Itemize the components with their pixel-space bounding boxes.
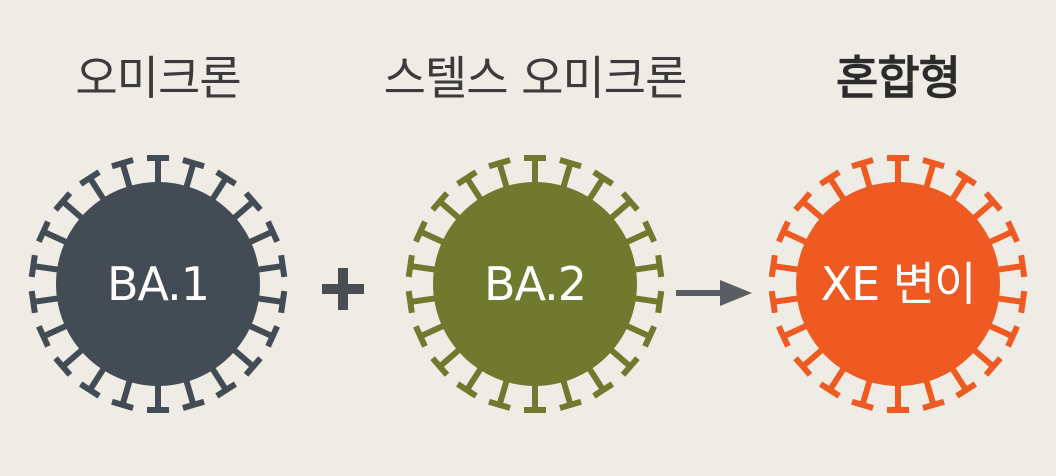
virus-spike-cap — [642, 325, 657, 348]
virus-spike-cap — [111, 157, 134, 170]
virus-spike-cap — [592, 381, 614, 399]
virus-spike-cap — [413, 220, 428, 243]
virus-spike-cap — [819, 381, 841, 399]
virus-spike-cap — [53, 356, 73, 377]
virus-spike-cap — [955, 169, 977, 187]
virus-spike-cap — [53, 191, 73, 212]
arrow-right-icon — [676, 280, 752, 306]
heading-omicron: 오미크론 — [75, 51, 241, 105]
virus-spike-cap — [456, 169, 478, 187]
virus-spike-cap — [768, 254, 778, 278]
virus-spike-cap — [776, 325, 791, 348]
virus-spike-cap — [278, 254, 288, 278]
virus-spike-cap — [430, 356, 450, 377]
virus-spike-cap — [559, 398, 582, 411]
heading-stealth-omicron: 스텔스 오미크론 — [383, 51, 688, 105]
virus-spike-cap — [243, 356, 263, 377]
virus-spike-cap — [1005, 325, 1020, 348]
virus-spike-cap — [1018, 290, 1028, 314]
virus-spike-cap — [922, 157, 945, 170]
virus-ba1-icon: BA.1 — [28, 155, 288, 413]
virus-spike-cap — [265, 325, 280, 348]
virus-spike-cap — [243, 191, 263, 212]
virus-spike-cap — [430, 191, 450, 212]
virus-label-ba1: BA.1 — [107, 257, 209, 311]
virus-spike-cap — [642, 220, 657, 243]
virus-spike-cap — [36, 220, 51, 243]
virus-spike-cap — [819, 169, 841, 187]
virus-spike-cap — [922, 398, 945, 411]
virus-spike-cap — [405, 290, 415, 314]
virus-spike-cap — [592, 169, 614, 187]
virus-spike-cap — [655, 254, 665, 278]
virus-spike-cap — [265, 220, 280, 243]
virus-spike-cap — [28, 254, 38, 278]
virus-spike-cap — [1005, 220, 1020, 243]
virus-spike-cap — [768, 290, 778, 314]
virus-spike-cap — [79, 381, 101, 399]
virus-spike-cap — [215, 381, 237, 399]
virus-spike-cap — [559, 157, 582, 170]
virus-spike-cap — [851, 398, 874, 411]
virus-spike-cap — [182, 398, 205, 411]
virus-spike-cap — [28, 290, 38, 314]
heading-hybrid: 혼합형 — [836, 51, 961, 105]
virus-spike-cap — [983, 191, 1003, 212]
virus-spike-cap — [793, 356, 813, 377]
virus-spike-cap — [111, 398, 134, 411]
virus-label-ba2: BA.2 — [484, 257, 586, 311]
virus-spike-cap — [456, 381, 478, 399]
virus-spike-cap — [79, 169, 101, 187]
virus-label-xe: XE 변이 — [821, 257, 976, 311]
virus-spike-cap — [793, 191, 813, 212]
virus-spike-cap — [955, 381, 977, 399]
virus-spike-cap — [182, 157, 205, 170]
virus-spike-cap — [620, 191, 640, 212]
virus-ba2-icon: BA.2 — [405, 155, 665, 413]
virus-spike-cap — [488, 157, 511, 170]
virus-xe-icon: XE 변이 — [768, 155, 1028, 413]
virus-spike-cap — [620, 356, 640, 377]
virus-spike-cap — [215, 169, 237, 187]
virus-spike-cap — [36, 325, 51, 348]
virus-spike-cap — [1018, 254, 1028, 278]
virus-spike-cap — [655, 290, 665, 314]
virus-spike-cap — [983, 356, 1003, 377]
plus-icon — [322, 268, 364, 310]
virus-spike-cap — [405, 254, 415, 278]
virus-spike-cap — [776, 220, 791, 243]
virus-spike-cap — [851, 157, 874, 170]
virus-spike-cap — [413, 325, 428, 348]
virus-spike-cap — [278, 290, 288, 314]
virus-spike-cap — [488, 398, 511, 411]
